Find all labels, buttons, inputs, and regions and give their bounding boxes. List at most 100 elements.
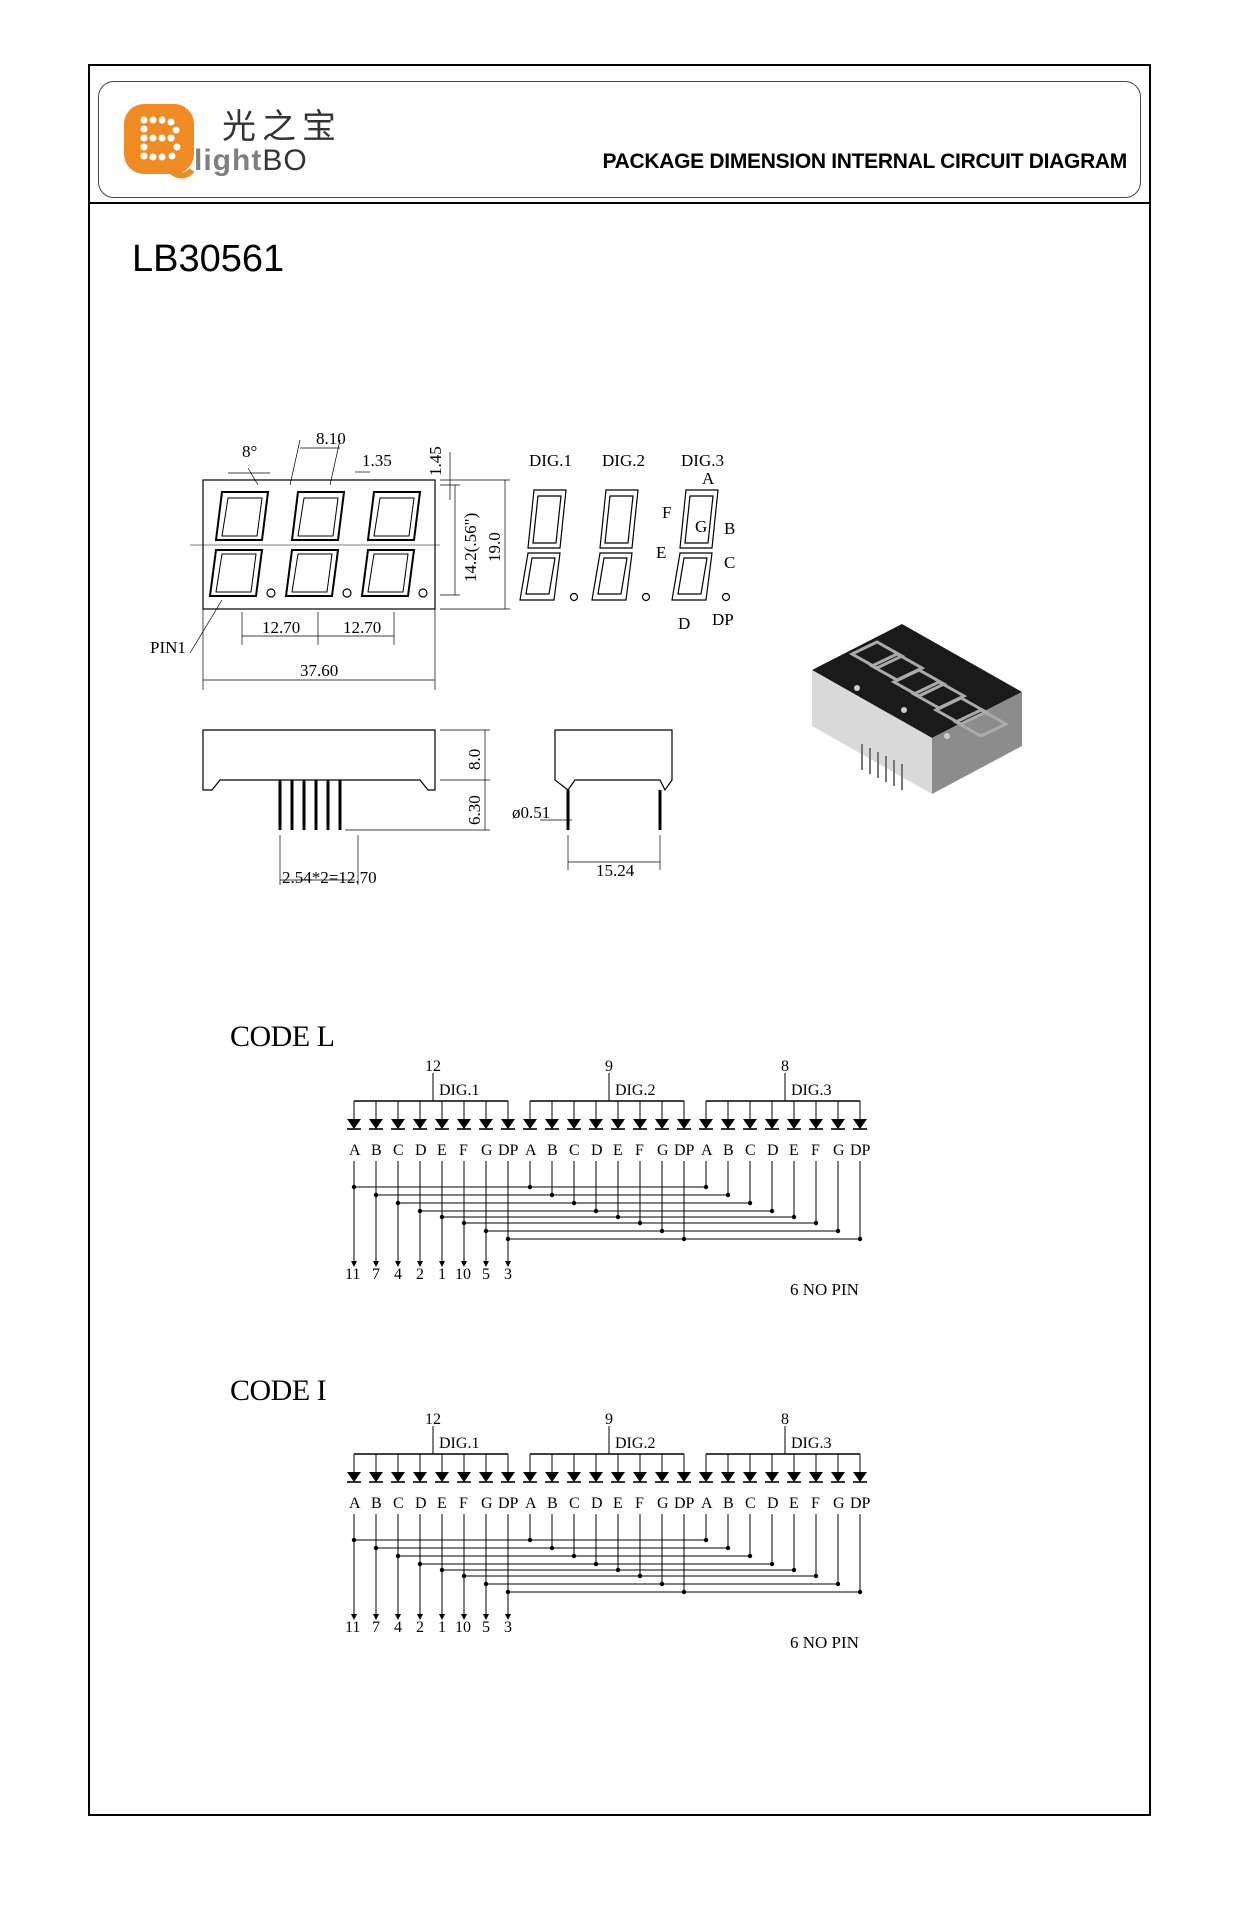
diode-symbol (699, 1119, 713, 1129)
junction-dot (571, 1553, 577, 1559)
segment-label: E (789, 1142, 799, 1159)
logo-mark (124, 104, 195, 179)
diode-symbol (633, 1119, 647, 1129)
logo-chinese-text: 光之宝 (222, 107, 342, 147)
junction-dot (857, 1236, 863, 1242)
segment-label: B (723, 1142, 734, 1159)
circuit-wires (347, 1426, 867, 1614)
part-number: LB30561 (132, 238, 285, 280)
junction-dot (637, 1573, 643, 1579)
segment-label: DP (498, 1495, 519, 1512)
no-pin-note: 6 NO PIN (790, 1633, 859, 1652)
diode-symbol (545, 1472, 559, 1482)
legend-seg-a: A (702, 469, 715, 488)
segment-label: A (701, 1142, 713, 1159)
segment-label: E (789, 1495, 799, 1512)
segment-label: B (547, 1495, 558, 1512)
diode-symbol (721, 1119, 735, 1129)
segment-label: F (459, 1142, 468, 1159)
diode-symbol (677, 1472, 691, 1482)
diode-symbol (501, 1472, 515, 1482)
diode-symbol (369, 1472, 383, 1482)
junction-dot (439, 1214, 445, 1220)
pin-arrow (351, 1614, 357, 1620)
segment-label: D (415, 1495, 427, 1512)
junction-dot (615, 1214, 621, 1220)
junction-dot (659, 1581, 665, 1587)
junction-dot (351, 1184, 357, 1190)
dim-12-70-b: 12.70 (343, 618, 381, 637)
segment-label: C (393, 1142, 404, 1159)
junction-dot (527, 1184, 533, 1190)
diode-symbol (391, 1472, 405, 1482)
segment-label: C (745, 1495, 756, 1512)
pin-arrow (417, 1261, 423, 1267)
junction-dot (703, 1537, 709, 1543)
pin-number: 11 (345, 1619, 360, 1636)
segment-label: E (613, 1142, 623, 1159)
pin-arrow (417, 1614, 423, 1620)
diode-symbol (853, 1119, 867, 1129)
pin-number: 4 (394, 1266, 402, 1283)
legend-seg-d: D (678, 614, 690, 633)
segment-label: G (833, 1142, 845, 1159)
common-pin-number: 12 (425, 1058, 441, 1075)
junction-dot (395, 1553, 401, 1559)
dim-8-10: 8.10 (316, 429, 346, 448)
junction-dot (417, 1561, 423, 1567)
diode-symbol (633, 1472, 647, 1482)
diode-symbol (567, 1119, 581, 1129)
junction-dot (373, 1545, 379, 1551)
pin-number: 5 (482, 1266, 490, 1283)
pin-arrow (439, 1614, 445, 1620)
diode-symbol (655, 1472, 669, 1482)
code-i-title: CODE I (230, 1374, 327, 1407)
dim-14-2: 14.2(.56") (461, 513, 480, 582)
segment-label: DP (674, 1142, 695, 1159)
pin-arrow (505, 1261, 511, 1267)
segment-label: DP (674, 1495, 695, 1512)
pin-arrow (483, 1614, 489, 1620)
diode-symbol (457, 1119, 471, 1129)
junction-dot (483, 1228, 489, 1234)
segment-label: C (393, 1495, 404, 1512)
segment-label: C (569, 1142, 580, 1159)
diode-symbol (787, 1472, 801, 1482)
legend-seg-g: G (695, 517, 707, 536)
segment-label: F (459, 1495, 468, 1512)
no-pin-note: 6 NO PIN (790, 1280, 859, 1295)
junction-dot (659, 1228, 665, 1234)
segment-label: F (635, 1495, 644, 1512)
diode-symbol (677, 1119, 691, 1129)
legend-seg-c: C (724, 553, 735, 572)
segment-label: D (767, 1142, 779, 1159)
diode-symbol (523, 1119, 537, 1129)
segment-label: B (371, 1495, 382, 1512)
junction-dot (725, 1192, 731, 1198)
diode-symbol (809, 1472, 823, 1482)
junction-dot (439, 1567, 445, 1573)
junction-dot (769, 1208, 775, 1214)
junction-dot (703, 1184, 709, 1190)
common-pin-number: 12 (425, 1411, 441, 1428)
segment-label: G (657, 1495, 669, 1512)
pin-number: 3 (504, 1619, 512, 1636)
junction-dot (373, 1192, 379, 1198)
pin-number: 10 (455, 1266, 471, 1283)
junction-dot (747, 1553, 753, 1559)
diode-symbol (743, 1119, 757, 1129)
common-pin-number: 8 (781, 1411, 789, 1428)
junction-dot (571, 1200, 577, 1206)
legend-seg-f: F (662, 503, 671, 522)
diode-symbol (787, 1119, 801, 1129)
diode-symbol (435, 1119, 449, 1129)
dim-0-51: ø0.51 (512, 803, 550, 822)
diode-symbol (347, 1472, 361, 1482)
diode-symbol (435, 1472, 449, 1482)
diode-symbol (743, 1472, 757, 1482)
diode-symbol (831, 1472, 845, 1482)
pin-arrow (373, 1261, 379, 1267)
segment-label: E (613, 1495, 623, 1512)
